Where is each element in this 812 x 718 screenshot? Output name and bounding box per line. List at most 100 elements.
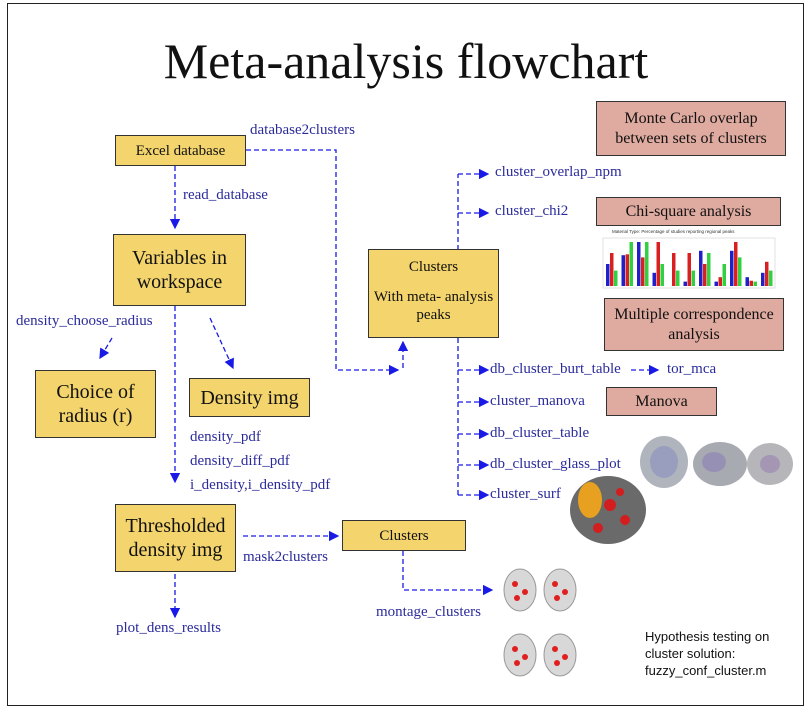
fn-cluster-manova: cluster_manova [490, 393, 585, 409]
cluster-blob [552, 581, 558, 587]
arrow-to-choice [99, 337, 113, 360]
excel-database-box: Excel database [115, 135, 246, 166]
hypothesis-note: Hypothesis testing on cluster solution: … [645, 628, 769, 679]
fn-plot-dens-results: plot_dens_results [116, 620, 221, 636]
thumbnail-bar [645, 242, 649, 286]
thresholded-label-1: Thresholded [125, 515, 226, 537]
montage-brain-slice [503, 568, 537, 612]
mca-label-1: Multiple correspondence [614, 306, 774, 324]
thumbnail-bar [691, 270, 695, 286]
thumbnail-bar [753, 281, 757, 286]
thumbnail-bar [769, 270, 773, 286]
fn-density-choose-radius: density_choose_radius [16, 313, 153, 329]
fn-db-cluster-burt-table: db_cluster_burt_table [490, 361, 621, 377]
thumbnail-bar [734, 242, 738, 286]
fn-density-pdf: density_pdf [190, 429, 261, 445]
thumbnail-bar [718, 277, 722, 286]
thumbnail-bar [625, 254, 629, 286]
clusters-peaks-label-3: peaks [416, 307, 451, 323]
clusters-label: Clusters [379, 527, 429, 544]
chart-thumbnail-title: Material Type: Percentage of studies rep… [612, 229, 735, 234]
montage-brain-slice [503, 633, 537, 677]
thumbnail-bar [656, 242, 660, 286]
cluster-blob [562, 589, 568, 595]
thumbnail-bar [683, 281, 687, 286]
chi-square-chart-thumbnail [595, 228, 785, 292]
arrow-database2clusters [246, 149, 400, 376]
thumbnail-bar [660, 264, 664, 286]
thumbnail-bar [629, 242, 633, 286]
clusters-peaks-label-1: Clusters [408, 259, 459, 275]
montage-brain-images [503, 568, 577, 677]
cluster-blob [512, 646, 518, 652]
fn-cluster-surf: cluster_surf [490, 486, 561, 502]
thumbnail-bar [610, 253, 614, 286]
thumbnail-bar [707, 253, 711, 286]
thumbnail-bar [641, 257, 645, 286]
variables-label-1: Variables in [132, 247, 227, 269]
chi-square-label: Chi-square analysis [625, 202, 752, 220]
fn-density-diff-pdf: density_diff_pdf [190, 453, 290, 469]
density-label: Density img [200, 386, 299, 409]
fn-cluster-chi2: cluster_chi2 [495, 203, 569, 219]
glass-brain-images [640, 436, 793, 488]
excel-database-label: Excel database [135, 142, 226, 159]
thumbnail-bar [676, 270, 680, 286]
clusters-peaks-label-2: With meta- analysis [373, 289, 494, 305]
fn-i-density: i_density,i_density_pdf [190, 477, 331, 493]
thumbnail-bar [606, 264, 610, 286]
choice-label-1: Choice of [56, 381, 135, 403]
cluster-blob [554, 660, 560, 666]
thumbnail-bar [614, 270, 618, 286]
frame-border [7, 3, 804, 706]
cluster-blob [554, 595, 560, 601]
density-img-box: Density img [189, 378, 310, 417]
cluster-blob [522, 654, 528, 660]
hypothesis-line-1: Hypothesis testing on [645, 629, 770, 644]
chi-square-box: Chi-square analysis [596, 197, 781, 226]
thumbnail-bar [745, 277, 749, 286]
thresholded-label-2: density img [128, 539, 223, 561]
fn-db-cluster-table: db_cluster_table [490, 425, 590, 441]
fn-montage-clusters: montage_clusters [376, 604, 481, 620]
monte-carlo-label-1: Monte Carlo overlap [624, 110, 758, 128]
montage-brain-slice [543, 633, 577, 677]
thumbnail-bar [621, 255, 625, 286]
thumbnail-bar [714, 281, 718, 286]
fn-read-database: read_database [183, 187, 268, 203]
thumbnail-bar [749, 280, 753, 286]
cluster-blob [514, 660, 520, 666]
choice-label-2: radius (r) [58, 405, 133, 427]
cluster-blob [522, 589, 528, 595]
arrow-montage [402, 551, 494, 596]
hypothesis-line-2: cluster solution: [645, 646, 736, 661]
monte-carlo-label-2: between sets of clusters [615, 129, 767, 147]
fn-mask2clusters: mask2clusters [243, 549, 328, 565]
cluster-blob [552, 646, 558, 652]
surface-brain-image [570, 476, 646, 544]
cluster-blob [562, 654, 568, 660]
thumbnail-bar [652, 272, 656, 286]
fn-cluster-overlap-npm: cluster_overlap_npm [495, 164, 622, 180]
manova-box: Manova [606, 387, 717, 416]
thumbnail-bar [637, 242, 641, 286]
thumbnail-bar [687, 253, 691, 286]
thumbnail-bar [699, 250, 703, 286]
thumbnail-bar [761, 272, 765, 286]
cluster-blob [512, 581, 518, 587]
mca-label-2: analysis [668, 325, 720, 343]
thumbnail-bar [765, 261, 769, 286]
arrow-to-density [209, 317, 234, 370]
manova-label: Manova [635, 392, 688, 410]
hypothesis-line-3: fuzzy_conf_cluster.m [645, 663, 767, 678]
page-title: Meta-analysis flowchart [163, 33, 649, 89]
fn-tor-mca: tor_mca [667, 361, 717, 377]
clusters-box: Clusters [342, 520, 466, 551]
cluster-blob [514, 595, 520, 601]
